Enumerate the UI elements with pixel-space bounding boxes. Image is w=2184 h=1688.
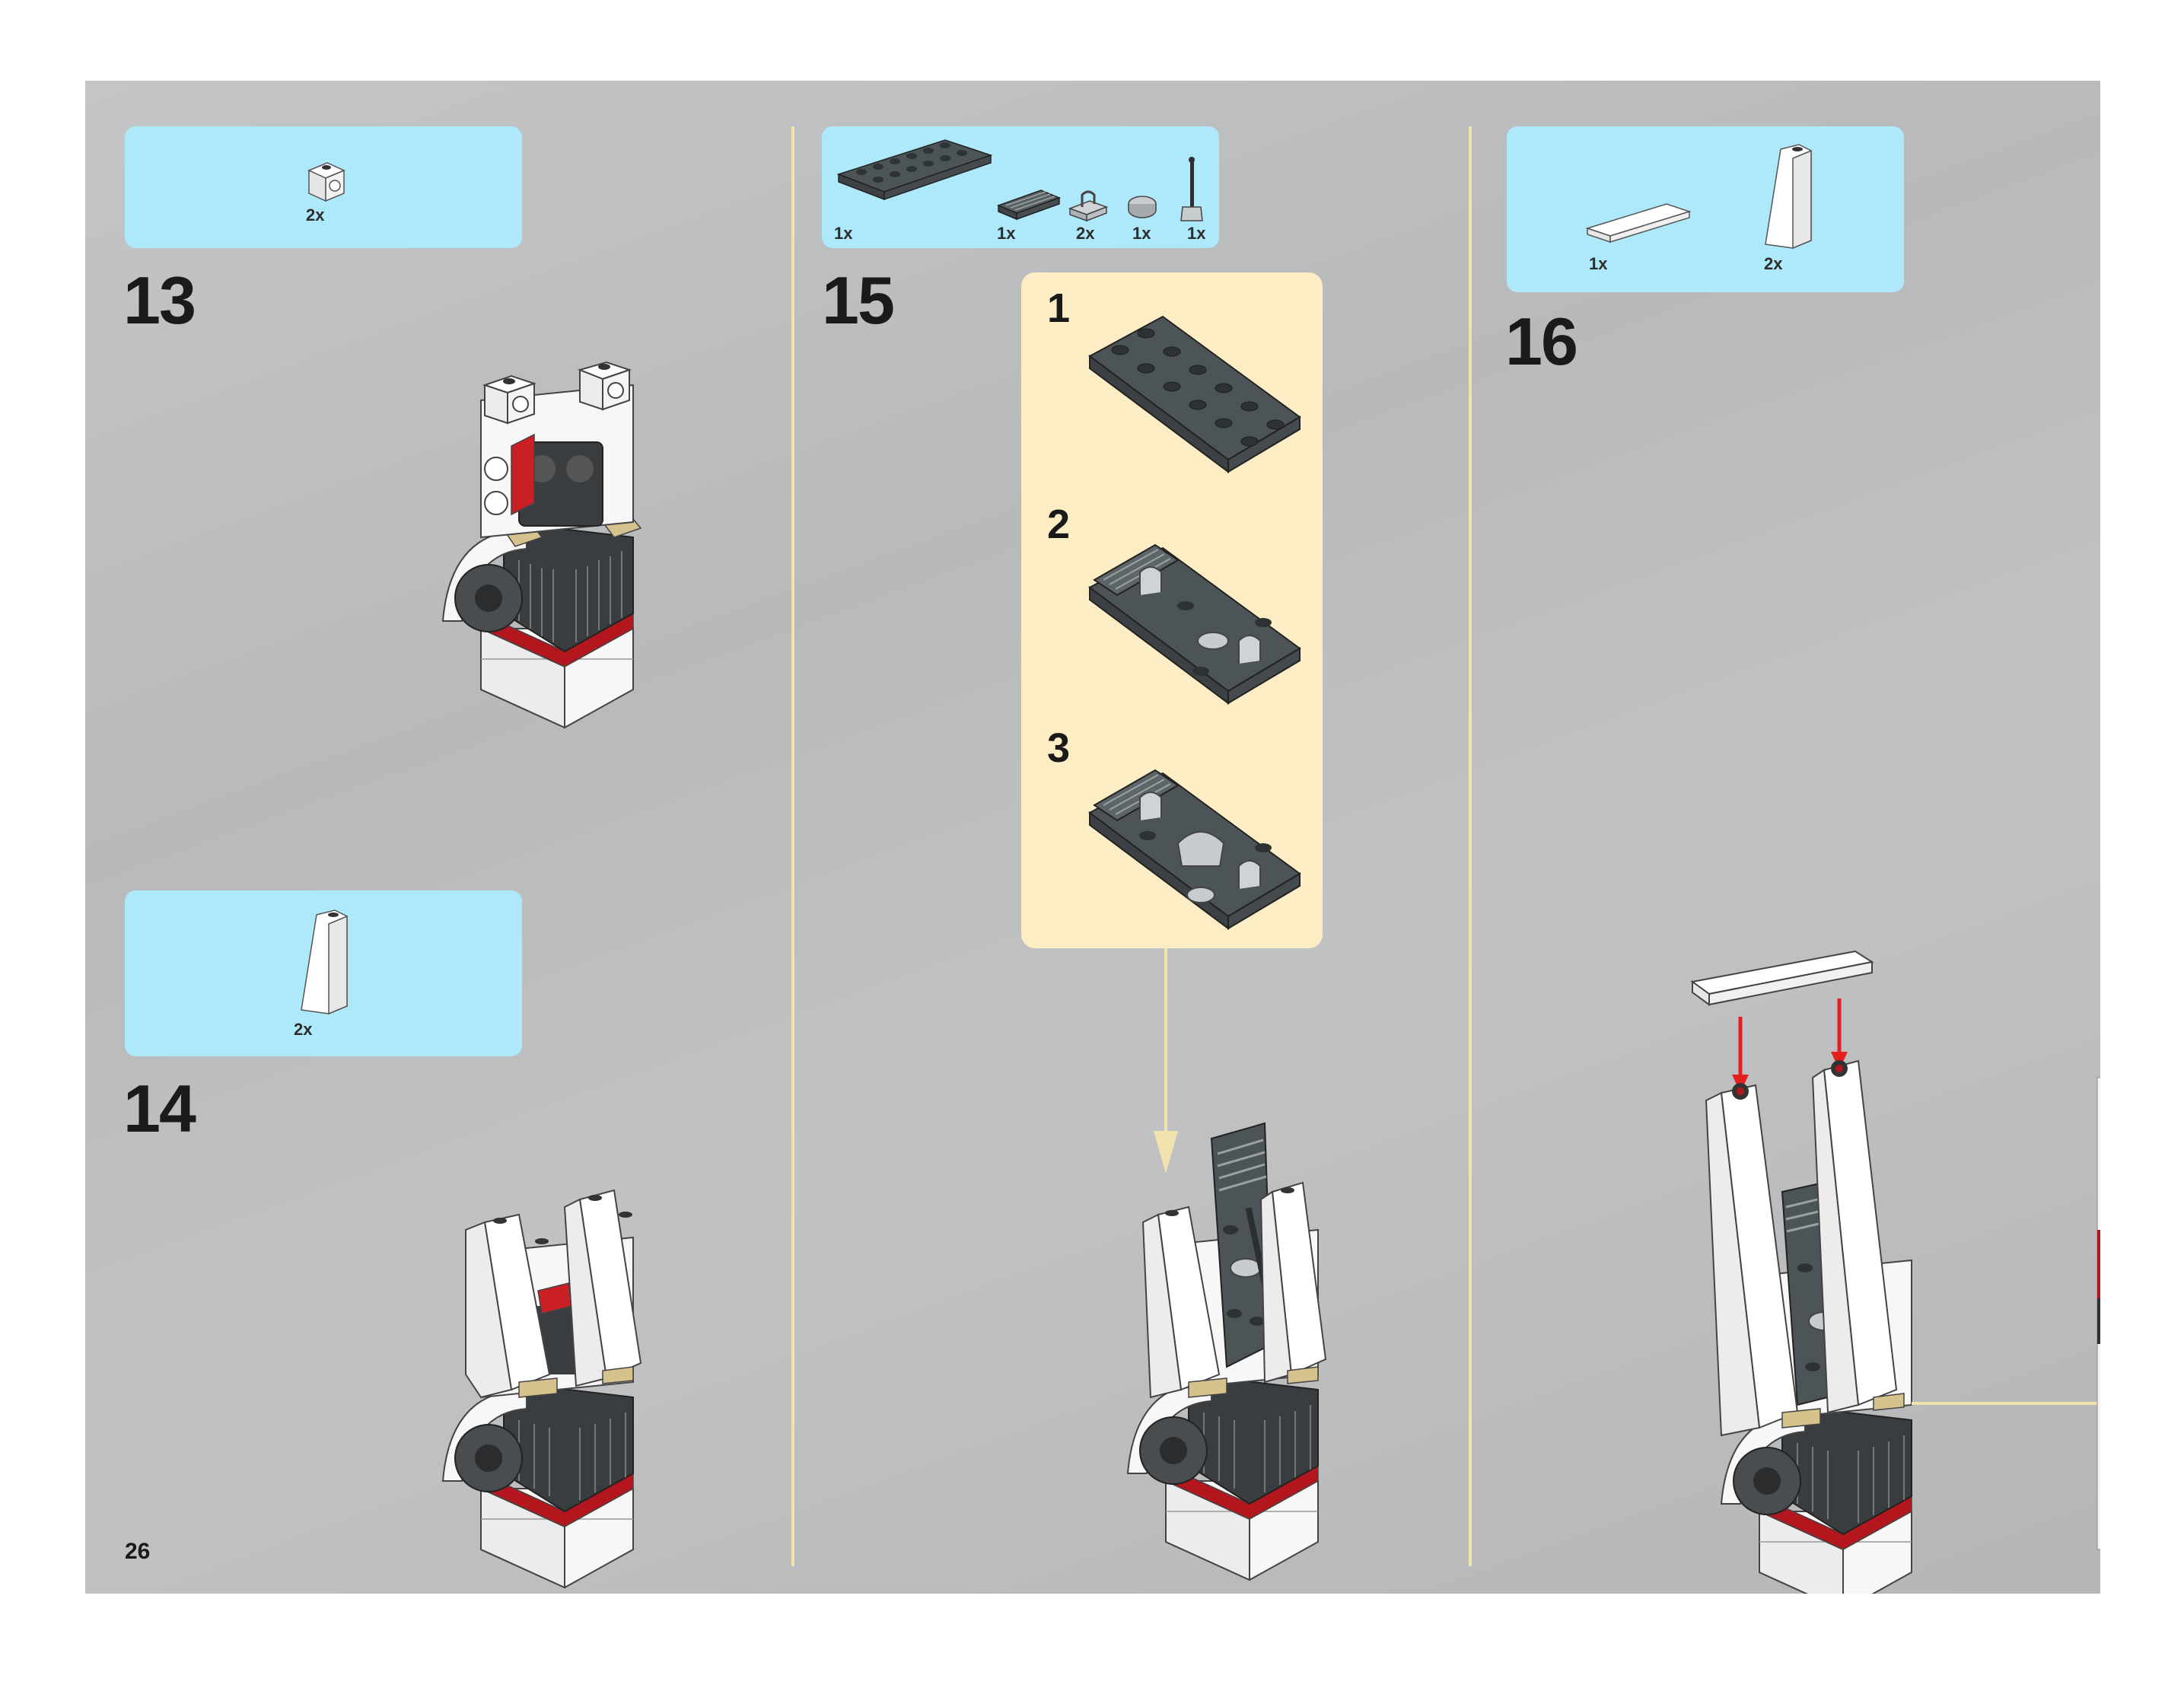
step-16-part-2-qty: 2x [1764,254,1783,273]
substep-1-number: 1 [1047,285,1071,331]
white-tile-1x4-icon [1585,203,1692,244]
step-13-model [441,361,642,729]
step-13-part-qty: 2x [306,205,325,225]
step-15-part-2-qty: 1x [997,224,1016,243]
step-14-number: 14 [123,1071,196,1146]
step-15-part-5-qty: 1x [1187,224,1206,243]
clip-plate-icon [1068,190,1109,222]
white-slope-icon [1765,144,1812,250]
step-14-parts-box: 2x [125,890,522,1056]
step-16-parts-box: 1x 2x [1507,126,1904,292]
step-13-number: 13 [123,263,196,338]
step-16-number: 16 [1505,304,1578,379]
step-15-part-1-qty: 1x [834,224,853,243]
step-15-model [1126,1122,1327,1581]
lever-icon [1180,157,1203,221]
step-15-number: 15 [822,263,895,338]
subassembly-callout-arrowhead [1154,1131,1178,1174]
column-divider-1 [791,126,794,1566]
step-16-model [1690,950,1912,1594]
white-brick-1x1-studs-side-icon [307,162,345,202]
subassembly-callout-line [1164,948,1167,1135]
substep-1-plate [1088,315,1301,473]
step-14-part-qty: 2x [294,1020,313,1039]
step-15-part-3-qty: 2x [1076,224,1095,243]
page-number: 26 [125,1539,151,1564]
white-slope-icon [301,909,348,1015]
step-15-subassembly-panel: 1 2 3 [1021,272,1323,948]
substep-3-number: 3 [1047,725,1071,771]
column-divider-2 [1469,126,1472,1566]
step-15-part-4-qty: 1x [1132,224,1151,243]
step-13-parts-box: 2x [125,126,522,248]
round-tile-icon [1128,196,1157,218]
right-edge-callout-line [1912,1402,2100,1405]
instruction-page: 2x 13 [85,81,2100,1594]
substep-2-number: 2 [1047,502,1071,547]
next-page-model-edge [2096,1077,2100,1550]
step-16-part-1-qty: 1x [1589,254,1608,273]
grille-tile-icon [996,190,1062,221]
substep-3-plate [1088,769,1301,930]
substep-2-plate [1088,543,1301,705]
step-15-parts-box: 1x 1x 2x 1x 1x [822,126,1219,248]
dark-gray-plate-2x6-icon [836,139,993,201]
step-14-model [441,1189,642,1589]
